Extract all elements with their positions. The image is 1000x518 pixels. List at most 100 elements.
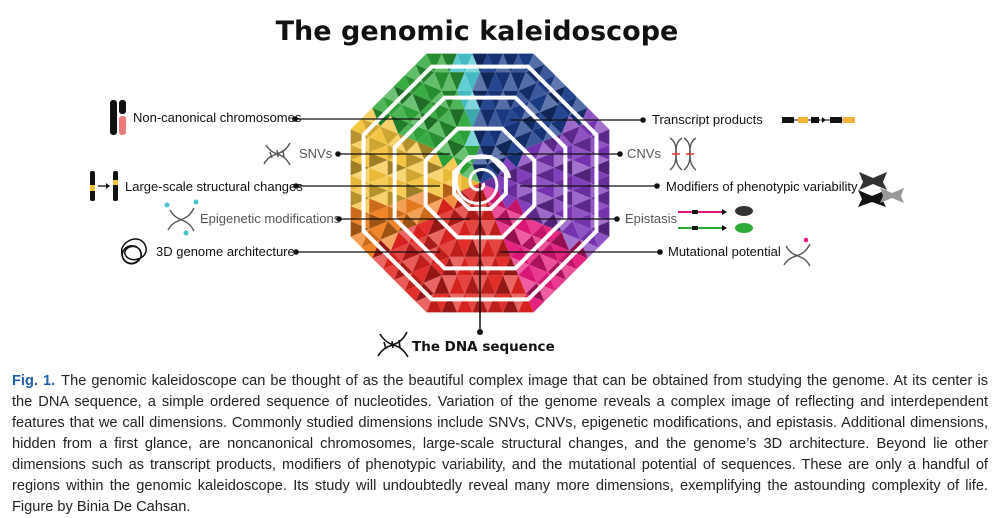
kaleidoscope-facet	[480, 256, 496, 276]
kaleidoscope-facet	[487, 219, 503, 239]
kaleidoscope-facet	[535, 190, 554, 206]
kaleidoscope-facet	[426, 293, 442, 313]
kaleidoscope-facet	[424, 198, 444, 217]
kaleidoscope-facet	[529, 82, 548, 102]
kaleidoscope-facet	[572, 183, 591, 199]
kaleidoscope-facet	[369, 152, 388, 168]
kaleidoscope-facet	[412, 93, 431, 113]
kaleidoscope-facet	[424, 190, 444, 206]
kaleidoscope-facet	[572, 190, 591, 206]
kaleidoscope-facet	[438, 227, 458, 247]
kaleidoscope-facet	[446, 219, 465, 239]
kaleidoscope-facet	[553, 198, 573, 214]
kaleidoscope-facet	[480, 127, 496, 147]
kaleidoscope-facet	[441, 53, 458, 73]
kaleidoscope-facet	[590, 144, 610, 161]
kaleidoscope-facet	[480, 175, 499, 191]
label-text: Mutational potential	[668, 244, 781, 259]
kaleidoscope-facet	[535, 205, 554, 225]
kaleidoscope-facet	[472, 90, 488, 110]
kaleidoscope-facet	[506, 198, 525, 217]
kaleidoscope-facet	[401, 253, 421, 273]
label-3d-genome-architecture: 3D genome architecture	[120, 238, 440, 265]
label-text: CNVs	[627, 146, 661, 161]
kaleidoscope-facet	[457, 293, 473, 313]
kaleidoscope-facet	[434, 275, 450, 294]
kaleidoscope-facet	[441, 256, 458, 276]
kaleidoscope-facet	[369, 190, 388, 206]
label-transcript-products: Transcript products	[510, 112, 855, 127]
kaleidoscope-facet	[406, 160, 425, 176]
kaleidoscope-facet	[390, 115, 410, 134]
kaleidoscope-facet	[449, 109, 465, 128]
kaleidoscope-facet	[461, 183, 480, 202]
kaleidoscope-facet	[502, 238, 522, 257]
kaleidoscope-facet	[457, 256, 473, 276]
kaleidoscope-facet	[379, 115, 399, 134]
kaleidoscope-facet	[480, 238, 496, 257]
kaleidoscope-facet	[457, 90, 473, 110]
kaleidoscope-facet	[434, 72, 450, 91]
transcript-isoforms-icon	[782, 117, 855, 123]
kaleidoscope-facet	[449, 238, 465, 257]
kaleidoscope-facet	[572, 205, 591, 222]
kaleidoscope-facet	[369, 137, 388, 153]
kaleidoscope-facet	[435, 138, 454, 157]
label-text: Transcript products	[652, 112, 763, 127]
kaleidoscope-facet	[502, 275, 519, 294]
kaleidoscope-facet	[513, 216, 533, 236]
kaleidoscope-facet	[472, 53, 488, 73]
kaleidoscope-facet	[572, 221, 591, 240]
kaleidoscope-facet	[369, 126, 388, 145]
mouse-genotype-icon	[678, 206, 753, 233]
kaleidoscope-facet	[416, 141, 436, 161]
chromosome-icon	[110, 100, 126, 135]
kaleidoscope-facet	[561, 232, 581, 251]
kaleidoscope-facet	[387, 183, 407, 199]
label-snvs: SNVs	[263, 142, 450, 166]
kaleidoscope-facet	[516, 190, 536, 206]
kaleidoscope-facet	[553, 144, 573, 161]
kaleidoscope-facet	[379, 232, 399, 251]
kaleidoscope-facet	[449, 90, 465, 110]
methylated-dna-icon	[164, 199, 199, 236]
kaleidoscope-facet	[387, 205, 407, 222]
label-large-scale-structural-changes: Large-scale structural changes	[90, 171, 440, 201]
figure-label: Fig. 1.	[12, 373, 56, 389]
octagon-ring	[452, 155, 508, 211]
kaleidoscope-facet	[502, 90, 519, 110]
kaleidoscope-facet	[529, 253, 548, 273]
kaleidoscope-facet	[387, 152, 407, 168]
kaleidoscope-facet	[572, 198, 591, 214]
kaleidoscope-facet	[553, 190, 573, 206]
kaleidoscope-facet	[401, 104, 421, 124]
kaleidoscope-facet	[406, 198, 425, 214]
kaleidoscope-facet	[379, 126, 399, 145]
label-modifiers-of-phenotypic-variability: Modifiers of phenotypic variability	[520, 172, 904, 207]
kaleidoscope-facet	[472, 127, 488, 147]
kaleidoscope-facet	[502, 256, 519, 276]
kaleidoscope-facet	[590, 175, 610, 191]
octagon-ring	[423, 126, 537, 240]
label-dna-sequence: The DNA sequence	[377, 183, 555, 358]
kaleidoscope-facet	[495, 127, 514, 147]
kaleidoscope-facet	[424, 183, 444, 199]
kaleidoscope-facet	[480, 275, 496, 294]
kaleidoscope-facet	[464, 219, 480, 239]
kaleidoscope-facet	[401, 93, 421, 113]
kaleidoscope-facet	[441, 293, 458, 313]
kaleidoscope-facet	[406, 205, 425, 225]
kaleidoscope-facet	[529, 264, 548, 284]
double-helix-icon	[669, 137, 697, 171]
kaleidoscope-facet	[535, 141, 554, 161]
kaleidoscope-facet	[464, 256, 480, 276]
kaleidoscope-facet	[369, 160, 388, 176]
kaleidoscope-facet	[572, 137, 591, 153]
dna-helix-icon	[377, 331, 409, 358]
kaleidoscope-facet	[487, 127, 503, 147]
kaleidoscope-facet	[480, 219, 496, 239]
kaleidoscope-facet	[438, 109, 458, 128]
label-text: 3D genome architecture	[156, 244, 295, 259]
kaleidoscope-facet	[590, 190, 610, 206]
kaleidoscope-facet	[464, 109, 480, 128]
